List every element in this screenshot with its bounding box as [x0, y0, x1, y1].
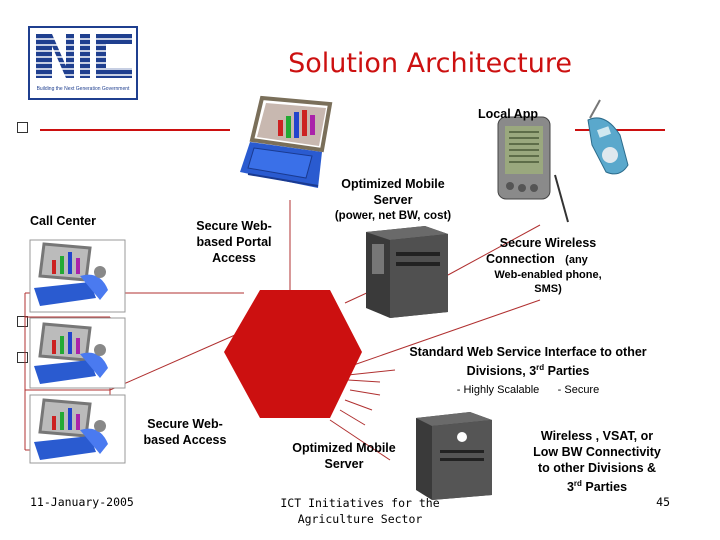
vsat-line-4-pre: 3	[566, 480, 574, 495]
vsat-connectivity-label: Wireless , VSAT, or Low BW Connectivity …	[522, 428, 672, 495]
std-line-3: - Highly Scalable - Secure	[456, 384, 600, 397]
bullet-marker	[17, 352, 28, 363]
wireless-line-2-note: (any	[565, 254, 588, 266]
wireless-connection-label: Secure Wireless Connection (any Web-enab…	[478, 235, 618, 296]
std-line-2: Divisions, 3rd Parties	[380, 360, 676, 379]
std-line-2-post: Parties	[544, 364, 590, 379]
call-center-computer-icon	[29, 317, 126, 389]
wireless-line-2: Connection (any	[478, 251, 618, 268]
call-center-computer-icon	[29, 239, 126, 313]
nic-logo	[28, 26, 138, 100]
mobile-server-top-note: (power, net BW, cost)	[334, 210, 452, 222]
vsat-line-1: Wireless , VSAT, or	[540, 429, 654, 443]
wireless-line-2-main: Connection	[486, 252, 555, 266]
mobile-server-bottom-label: Optimized Mobile Server	[292, 441, 396, 471]
std-line-2-pre: Divisions, 3	[466, 364, 537, 379]
local-app-label: Local App	[478, 107, 538, 121]
server-icon	[366, 226, 448, 318]
vsat-line-2: Low BW Connectivity	[533, 445, 661, 459]
vsat-line-4-sup: rd	[573, 479, 582, 488]
web-portal-label: Secure Web-based Portal Access	[196, 219, 272, 265]
vsat-line-3: to other Divisions &	[537, 461, 657, 475]
mobile-phone-icon	[587, 99, 629, 175]
vsat-line-4: 3rd Parties	[522, 476, 672, 495]
wireless-line-3: Web-enabled phone,	[494, 269, 602, 281]
laptop-icon	[230, 95, 378, 200]
call-center-computer-icon	[29, 394, 126, 464]
std-line-2-sup: rd	[536, 363, 545, 372]
logo-tagline: Building the Next Generation Government	[36, 86, 130, 92]
footer-center: ICT Initiatives for the Agriculture Sect…	[280, 496, 440, 526]
page-number: 45	[656, 495, 670, 509]
mobile-server-top-label: Optimized Mobile Server	[341, 177, 445, 207]
slide-title: Solution Architecture	[288, 48, 572, 79]
pda-icon	[497, 116, 569, 223]
std-line-1: Standard Web Service Interface to other	[409, 345, 647, 359]
vsat-line-4-post: Parties	[581, 480, 628, 495]
secure-web-access-label: Secure Web-based Access	[143, 417, 227, 447]
bullet-marker	[17, 122, 28, 133]
call-center-label: Call Center	[30, 214, 96, 228]
standard-web-service-label: Standard Web Service Interface to other …	[380, 344, 676, 398]
network-hub	[224, 290, 362, 418]
wireless-line-4: SMS)	[534, 283, 562, 295]
bullet-marker	[17, 316, 28, 327]
wireless-line-1: Secure Wireless	[499, 236, 597, 250]
footer-date: 11-January-2005	[30, 495, 134, 509]
server-icon	[416, 412, 492, 500]
